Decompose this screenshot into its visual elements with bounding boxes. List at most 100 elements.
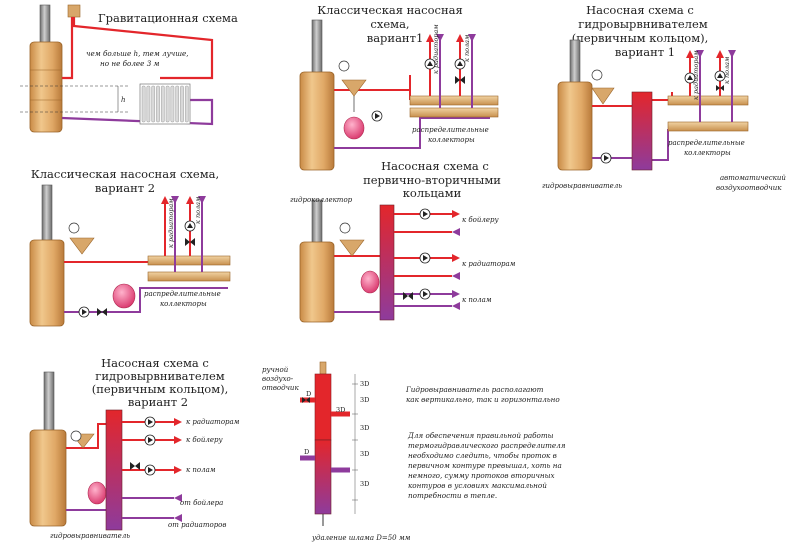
sludge-label: удаление шлама D=50 мм — [311, 534, 411, 542]
chimney — [41, 184, 53, 244]
separator-bottom — [314, 439, 332, 515]
classic1-title-line1: Классическая насосная — [317, 3, 463, 17]
hydro-separator-scheme-1: Насосная схема с гидровырвнивателем (пер… — [542, 3, 786, 192]
supply-pipe — [62, 17, 214, 80]
dimension-3d: 3D — [360, 424, 369, 432]
boiler — [299, 241, 335, 323]
classic2-title-line1: Классическая насосная схема, — [31, 167, 219, 181]
separator-label: гидровыравниватель — [542, 182, 622, 190]
radiator-fin — [175, 85, 180, 123]
dirt-filter — [339, 239, 365, 257]
boiler — [29, 429, 67, 527]
to-floor-label: к полам — [462, 296, 492, 304]
boiler — [29, 239, 65, 327]
ps-title-line1: Насосная схема с — [381, 159, 489, 173]
air-vent-line1: ручной — [262, 366, 289, 374]
to-radiators-label: к радиаторам — [167, 198, 175, 248]
boiler — [29, 41, 63, 133]
separator-label: гидровыравниватель — [50, 532, 130, 540]
expansion-tank — [67, 4, 81, 18]
to-radiators-label: к радиаторам — [462, 260, 516, 268]
pressure-gauge-icon — [339, 222, 351, 234]
pump-icon — [684, 72, 696, 84]
mixing-valve-icon — [130, 462, 140, 470]
radiator-fin — [151, 85, 156, 123]
radiator-fin — [141, 85, 146, 123]
expansion-vessel — [112, 283, 136, 309]
hydro-separator — [631, 91, 653, 171]
from-radiators-label: от радиаторов — [168, 521, 226, 529]
diameter-d: D — [304, 448, 309, 456]
separator-top — [314, 373, 332, 441]
pump-icon — [371, 110, 383, 122]
dimension-3d: 3D — [360, 380, 369, 388]
pump-icon — [144, 416, 156, 428]
hydro2-title-line4: вариант 2 — [128, 395, 188, 409]
primary-secondary-scheme: Насосная схема с первично-вторичными кол… — [290, 159, 516, 323]
hydro1-title-line4: вариант 1 — [615, 45, 675, 59]
distribution-collector — [409, 107, 499, 118]
chimney — [43, 371, 55, 435]
gravity-scheme: h Гравитационная схема чем больше h, тем… — [20, 4, 238, 133]
diameter-d: D — [306, 390, 311, 398]
classic2-title-line2: вариант 2 — [95, 181, 155, 195]
radiator-fin — [160, 85, 165, 123]
from-boiler-label: от бойлера — [180, 499, 223, 507]
to-floor-label: к полам — [186, 466, 216, 474]
collectors-label-line1: распределительные — [412, 126, 489, 134]
pump-icon — [600, 152, 612, 164]
to-boiler-label: к бойлеру — [462, 216, 499, 224]
to-boiler-label: к бойлеру — [186, 436, 223, 444]
gravity-title: Гравитационная схема — [98, 11, 238, 25]
hydro2-title-line3: (первичным кольцом), — [92, 382, 229, 396]
hydro1-title-line1: Насосная схема с — [586, 3, 694, 17]
orientation-note-line2: как вертикально, так и горизонтально — [406, 395, 560, 404]
air-vent-line3: отводчик — [262, 384, 299, 392]
distribution-collector — [409, 95, 499, 106]
pump-icon — [454, 58, 466, 70]
classic-scheme-2: Классическая насосная схема, вариант 2 к… — [29, 167, 231, 327]
separator-detail: ручной воздухо- отводчик 3D 3D 3D 3D 3D … — [262, 361, 411, 542]
hydro2-title-line2: гидровырвнивателем — [95, 369, 224, 383]
classic1-title-line3: вариант1 — [367, 31, 424, 45]
dirt-filter — [341, 79, 367, 97]
supply-pipe — [334, 75, 411, 100]
h-label: h — [121, 96, 126, 104]
text-notes: Гидровыравниватель располагают как верти… — [405, 385, 566, 500]
pump-icon — [424, 58, 436, 70]
to-floor-label: к полам — [463, 35, 471, 62]
valve-icon — [97, 308, 107, 316]
mixing-valve-icon — [403, 292, 413, 300]
mixing-valve-icon — [455, 76, 465, 84]
rule-note-line7: потребности в тепле. — [408, 491, 497, 500]
pump-icon — [419, 252, 431, 264]
pump-icon — [78, 306, 90, 318]
air-vent-label-line1: автоматический — [720, 174, 786, 182]
radiator — [139, 83, 191, 125]
hydro1-title-line2: гидровырвнивателем — [578, 17, 707, 31]
dimension-3d: 3D — [336, 406, 345, 414]
pump-icon — [419, 288, 431, 300]
chimney — [311, 199, 323, 246]
radiator-fin — [180, 85, 184, 123]
classic1-title-line2: схема, — [370, 17, 409, 31]
pressure-gauge-icon — [591, 69, 603, 81]
pump-icon — [144, 434, 156, 446]
radiator-fin — [165, 85, 170, 123]
ps-title-line2: первично-вторичными — [363, 173, 501, 187]
boiler — [299, 71, 335, 171]
rule-note-line1: Для обеспечения правильной работы — [407, 431, 554, 440]
hydrocollector-label: гидроколлектор — [290, 196, 353, 204]
pump-icon — [184, 220, 196, 232]
chimney — [39, 4, 51, 46]
to-radiators-label: к радиаторам — [432, 24, 440, 74]
to-floor-label: к полам — [194, 197, 202, 224]
hydro-separator — [105, 409, 123, 531]
air-vent-label-line2: воздухоотводчик — [716, 184, 782, 192]
mixing-valve-icon — [185, 238, 195, 246]
chimney — [569, 39, 581, 86]
dimension-3d: 3D — [360, 396, 369, 404]
return-pipe — [334, 117, 490, 149]
distribution-collector — [147, 271, 231, 282]
